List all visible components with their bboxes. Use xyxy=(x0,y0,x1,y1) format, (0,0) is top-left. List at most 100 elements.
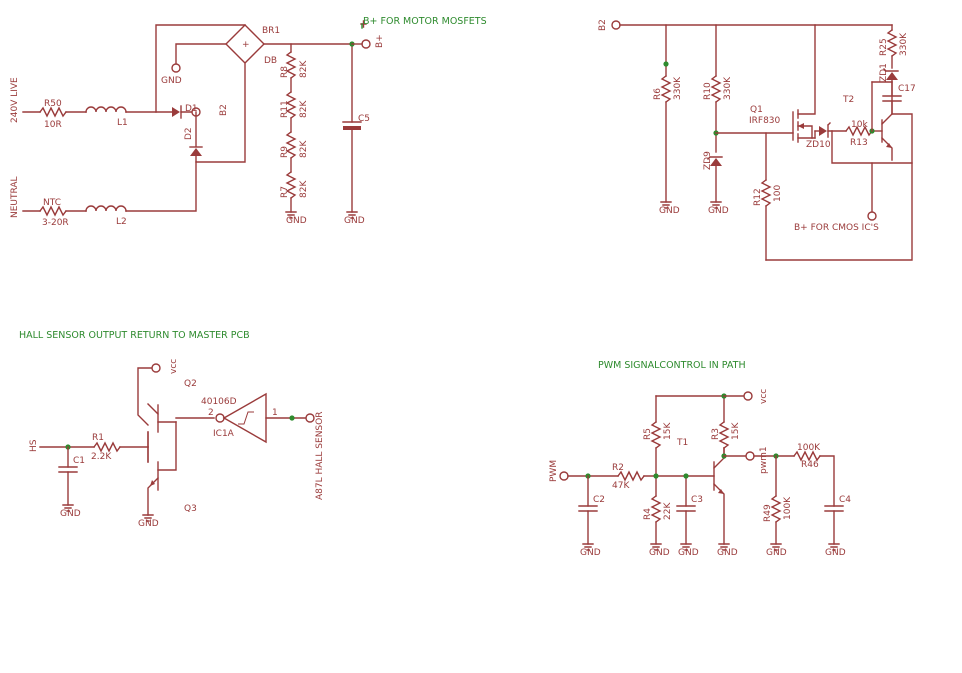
r9-resistor xyxy=(285,131,297,159)
ic-ref-label: IC1A xyxy=(213,429,235,439)
r7-resistor xyxy=(285,171,297,199)
live-label: 240V LIVE xyxy=(10,77,20,123)
hall-sensor-section xyxy=(39,363,315,522)
l2-inductor xyxy=(85,205,127,212)
pwm1-label: pwm1 xyxy=(759,446,769,474)
note-hall-return: HALL SENSOR OUTPUT RETURN TO MASTER PCB xyxy=(19,330,250,341)
c2-label: C2 xyxy=(593,495,605,505)
r3-value: 15K xyxy=(731,422,741,440)
r46-value: 100K xyxy=(797,443,821,453)
b2-input-terminal xyxy=(611,20,621,30)
c17-label: C17 xyxy=(898,84,916,94)
r9-value: 82K xyxy=(299,140,309,158)
r9-label: R9 xyxy=(280,146,290,158)
l2-label: L2 xyxy=(116,217,127,227)
t1-label: T1 xyxy=(676,438,688,448)
r7-label: R7 xyxy=(280,186,290,198)
r49-resistor xyxy=(770,495,782,523)
gnd-label: GND xyxy=(766,548,787,558)
r12-label: R12 xyxy=(753,188,763,206)
r4-resistor xyxy=(650,495,662,523)
bplus-terminal xyxy=(361,39,371,49)
r5-label: R5 xyxy=(643,428,653,440)
ntc-label: NTC xyxy=(43,198,61,208)
gnd-label: GND xyxy=(286,216,307,226)
c3-label: C3 xyxy=(691,495,703,505)
gnd-label: GND xyxy=(825,548,846,558)
r11-value: 82K xyxy=(299,100,309,118)
zd1-label: ZD1 xyxy=(879,63,889,82)
r1-resistor xyxy=(93,441,121,453)
neutral-label: NEUTRAL xyxy=(10,176,20,218)
note-motor-supply: B+ FOR MOTOR MOSFETS xyxy=(363,16,487,27)
r11-label: R11 xyxy=(280,100,290,118)
gnd-terminal xyxy=(171,63,181,73)
r25-resistor xyxy=(886,29,898,57)
c2-capacitor xyxy=(578,505,598,512)
labels: 240V LIVE NEUTRAL R50 10R NTC 3-20R L1 L… xyxy=(10,19,916,558)
r10-label: R10 xyxy=(703,82,713,100)
gnd-label: GND xyxy=(717,548,738,558)
bplus-label: B+ xyxy=(375,34,385,48)
r2-value: 47K xyxy=(612,481,630,491)
gnd-label: GND xyxy=(580,548,601,558)
gnd-label: GND xyxy=(344,216,365,226)
r46-label: R46 xyxy=(801,460,819,470)
hs-label: HS xyxy=(29,439,39,452)
c5-label: C5 xyxy=(358,114,370,124)
r12-resistor xyxy=(760,179,772,207)
pwm-label: PWM xyxy=(549,460,559,482)
r1-value: 2.2K xyxy=(91,452,112,462)
pin2-label: 2 xyxy=(208,408,214,418)
cmos-supply-label: B+ FOR CMOS IC'S xyxy=(794,223,879,233)
r50-resistor xyxy=(39,106,67,118)
r3-resistor xyxy=(718,421,730,449)
r4-label: R4 xyxy=(643,508,653,520)
q2-label: Q2 xyxy=(184,379,197,389)
gnd-label: GND xyxy=(60,509,81,519)
r46-resistor xyxy=(793,450,821,462)
r6-value: 330K xyxy=(673,76,683,100)
r25-label: R25 xyxy=(879,38,889,56)
r8-value: 82K xyxy=(299,60,309,78)
d1-label: D1 xyxy=(185,104,198,114)
l1-label: L1 xyxy=(117,118,128,128)
r50-value: 10R xyxy=(44,120,62,130)
regulator-section xyxy=(611,20,913,261)
r1-label: R1 xyxy=(92,433,104,443)
ntc-value: 3-20R xyxy=(42,218,69,228)
r5-value: 15K xyxy=(663,422,673,440)
gnd-label: GND xyxy=(659,206,680,216)
note-pwm-path: PWM SIGNALCONTROL IN PATH xyxy=(598,360,746,371)
c4-capacitor xyxy=(824,505,844,512)
r13-value: 10k xyxy=(851,120,868,130)
r12-value: 100 xyxy=(773,185,783,202)
r5-resistor xyxy=(650,421,662,449)
gnd-label: GND xyxy=(708,206,729,216)
ntc-thermistor xyxy=(39,205,67,217)
b2-label: B2 xyxy=(219,104,229,116)
pin1-label: 1 xyxy=(272,408,278,418)
r49-label: R49 xyxy=(763,504,773,522)
pwm-vcc-label: vcc xyxy=(759,389,769,404)
r3-label: R3 xyxy=(711,428,721,440)
l1-inductor xyxy=(85,106,127,113)
r2-resistor xyxy=(617,470,645,482)
zd9-label: ZD9 xyxy=(703,151,713,170)
bridge-plus-mark: + xyxy=(242,40,250,50)
r8-resistor xyxy=(285,51,297,79)
pwm-input-terminal xyxy=(559,471,569,481)
mains-supply-section xyxy=(22,20,371,219)
r49-value: 100K xyxy=(783,496,793,520)
r13-resistor xyxy=(845,125,873,137)
r50-label: R50 xyxy=(44,99,62,109)
br1-label: BR1 xyxy=(262,26,280,36)
gnd-label: GND xyxy=(161,76,182,86)
hall-sensor-output-terminal xyxy=(305,413,315,423)
gnd-label: GND xyxy=(649,548,670,558)
c4-label: C4 xyxy=(839,495,851,505)
ic-part-label: 40106D xyxy=(201,397,237,407)
gnd-label: GND xyxy=(138,519,159,529)
gnd-label: GND xyxy=(678,548,699,558)
r8-label: R8 xyxy=(280,66,290,78)
